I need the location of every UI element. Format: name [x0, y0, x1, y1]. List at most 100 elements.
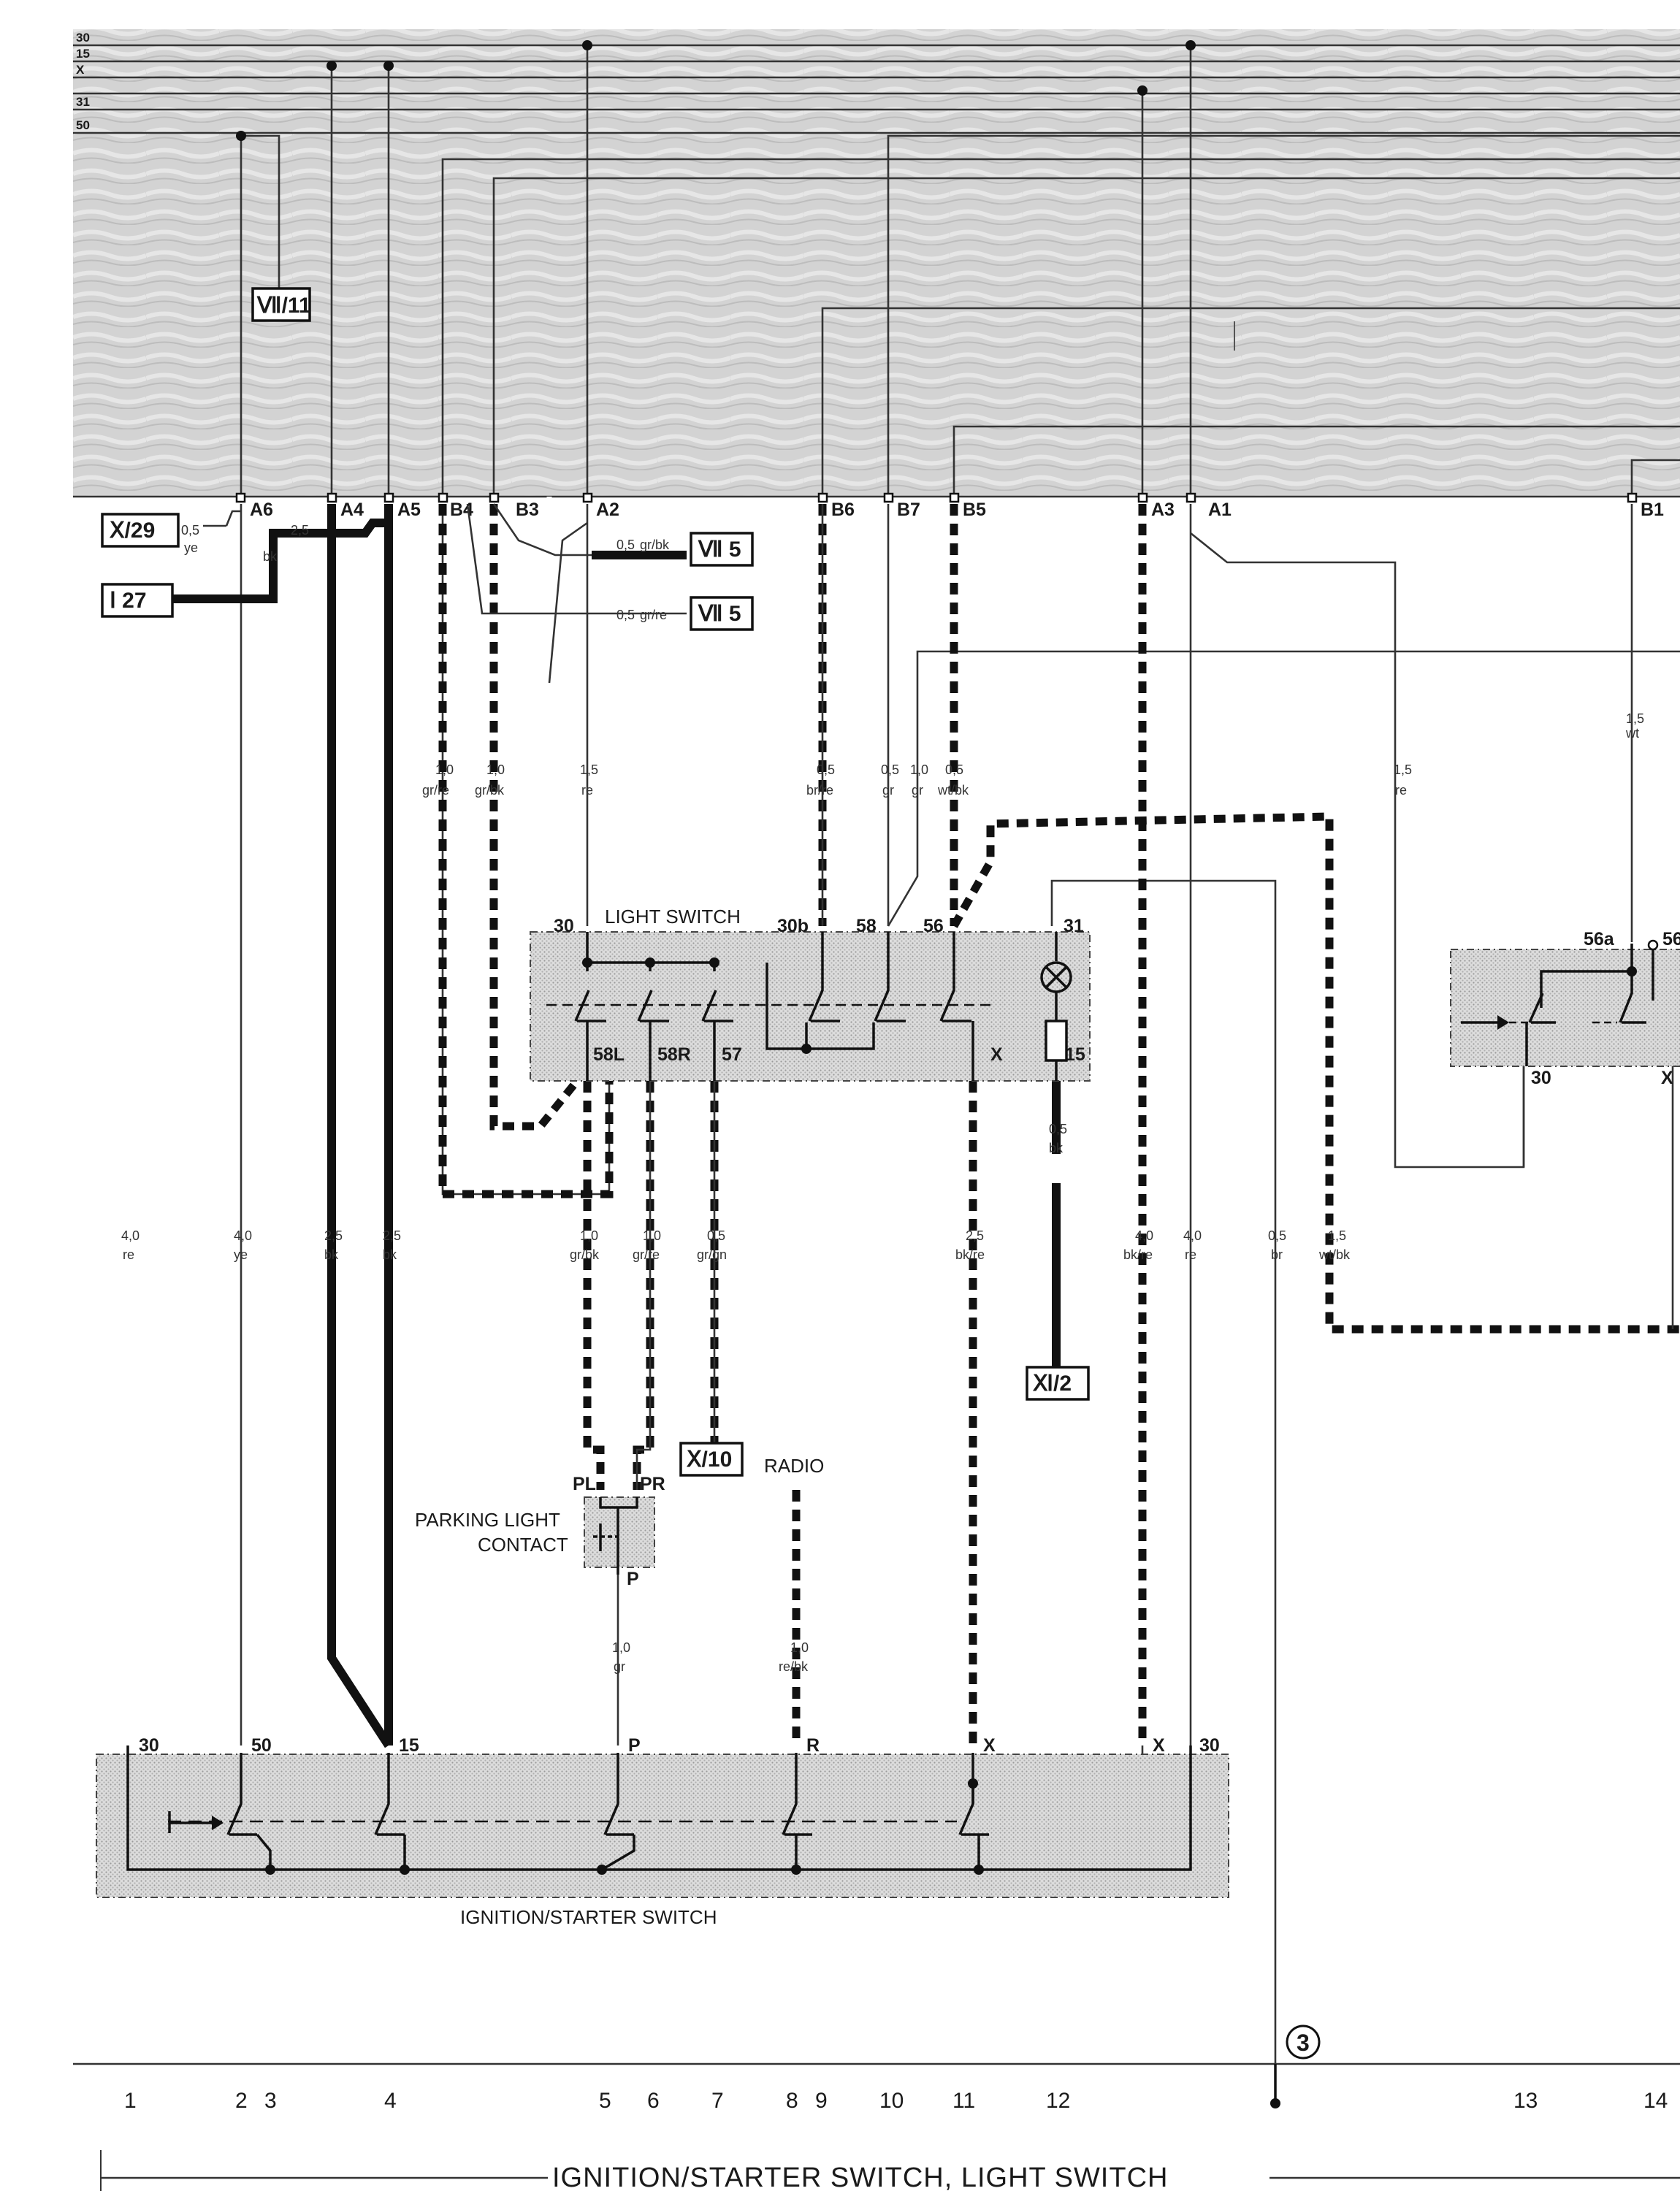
grid-num-11: 11: [952, 2089, 975, 2113]
references: Ⅹ/29 Ⅰ 27 Ⅶ 5 Ⅶ 5 Ⅹ/10 Ⅺ/2: [101, 513, 1090, 1477]
wire-labels: 0,5 ye 2,5 bk 0,5 gr/bk 0,5 gr/re 1,0 gr/re 1…: [121, 523, 1644, 1674]
ground-number: 3: [1297, 2030, 1310, 2056]
pin-b7: B7: [897, 500, 920, 520]
svg-text:gr: gr: [882, 783, 894, 798]
svg-text:bk/re: bk/re: [1123, 1247, 1153, 1262]
ls-pin-15: 15: [1065, 1044, 1085, 1065]
svg-text:0,5: 0,5: [616, 608, 635, 622]
ignition-title: IGNITION/STARTER SWITCH: [460, 1906, 717, 1928]
ign-pin-50: 50: [251, 1735, 272, 1756]
svg-text:1,0: 1,0: [910, 762, 928, 777]
grid-num-13: 13: [1513, 2089, 1538, 2113]
svg-text:1,5: 1,5: [1328, 1228, 1346, 1243]
svg-text:bk: bk: [383, 1247, 397, 1262]
svg-text:ye: ye: [184, 540, 198, 555]
svg-text:bk: bk: [1049, 1141, 1064, 1155]
svg-text:re/bk: re/bk: [779, 1659, 809, 1674]
svg-text:0,5: 0,5: [881, 762, 899, 777]
pin-a2: A2: [596, 500, 619, 520]
parking-light-contact: PARKING LIGHT CONTACT PL PR P: [415, 1474, 665, 1589]
ref-vii-11: Ⅶ/11: [256, 294, 311, 318]
svg-text:br: br: [1271, 1247, 1283, 1262]
pin-a4: A4: [340, 500, 364, 520]
harness-area: [73, 29, 1680, 497]
svg-text:2,5: 2,5: [291, 523, 309, 538]
grid-num-4: 4: [384, 2089, 397, 2113]
svg-text:re: re: [123, 1247, 134, 1262]
light-switch-title: LIGHT SWITCH: [605, 906, 741, 928]
svg-text:0,5: 0,5: [616, 538, 635, 552]
svg-text:2,5: 2,5: [383, 1228, 401, 1243]
ign-pin-x2: X: [1153, 1735, 1165, 1756]
ls-pin-31: 31: [1064, 916, 1084, 936]
footer-title: IGNITION/STARTER SWITCH, LIGHT SWITCH: [552, 2163, 1168, 2191]
bus-label-15: 15: [76, 47, 90, 61]
grid-num-12: 12: [1046, 2089, 1070, 2113]
ls-pin-57: 57: [722, 1044, 742, 1065]
ls-pin-58r: 58R: [657, 1044, 691, 1065]
ls-pin-30b: 30b: [777, 916, 809, 936]
svg-text:0,5: 0,5: [181, 523, 199, 538]
grid-num-6: 6: [647, 2089, 660, 2113]
bus-label-30: 30: [76, 31, 90, 45]
grid: 3 1 2 3 4 5 6 7 8 9 10 11 12 13 14: [73, 2024, 1680, 2113]
ref-xi-2: Ⅺ/2: [1032, 1372, 1072, 1396]
svg-text:gr/re: gr/re: [633, 1247, 660, 1262]
ls-pin-56: 56: [923, 916, 944, 936]
ls-pin-58l: 58L: [593, 1044, 625, 1065]
svg-text:gr: gr: [614, 1659, 625, 1674]
svg-text:1,0: 1,0: [486, 762, 505, 777]
ls-pin-30: 30: [554, 916, 574, 936]
dimmer-pin-56a: 56a: [1584, 929, 1615, 949]
svg-text:gr/bk: gr/bk: [640, 538, 670, 552]
pin-a3: A3: [1151, 500, 1175, 520]
ign-pin-x1: X: [983, 1735, 996, 1756]
svg-text:wt/bk: wt/bk: [1318, 1247, 1351, 1262]
light-switch: LIGHT SWITCH 30 30b 58 56 31 58L 58R 57 …: [530, 906, 1091, 1082]
svg-text:2,5: 2,5: [966, 1228, 984, 1243]
ref-vii-5-a: Ⅶ 5: [698, 538, 741, 562]
svg-text:gr/gn: gr/gn: [697, 1247, 727, 1262]
dimmer-switch: 56a 56 30 X: [1450, 929, 1680, 1088]
pin-b3: B3: [516, 500, 539, 520]
ls-pin-58: 58: [856, 916, 877, 936]
ground-symbol: [1286, 2024, 1321, 2060]
svg-text:0,5: 0,5: [945, 762, 963, 777]
svg-text:wt: wt: [1625, 726, 1639, 741]
dimmer-pin-30: 30: [1531, 1068, 1551, 1088]
ref-vii-5-b: Ⅶ 5: [698, 602, 741, 626]
svg-text:br/re: br/re: [806, 783, 833, 798]
ign-pin-p: P: [628, 1735, 641, 1756]
svg-text:bk: bk: [263, 549, 278, 564]
svg-text:4,0: 4,0: [1135, 1228, 1153, 1243]
svg-text:1,0: 1,0: [580, 1228, 598, 1243]
ref-x-10: Ⅹ/10: [686, 1448, 732, 1472]
footer: IGNITION/STARTER SWITCH, LIGHT SWITCH: [100, 2150, 1680, 2191]
svg-text:gr/re: gr/re: [640, 608, 667, 622]
grid-num-10: 10: [879, 2089, 904, 2113]
svg-text:0,5: 0,5: [817, 762, 835, 777]
svg-text:gr/bk: gr/bk: [475, 783, 505, 798]
dimmer-pin-56: 56: [1662, 929, 1680, 949]
svg-text:ye: ye: [234, 1247, 248, 1262]
ignition-starter-switch: IGNITION/STARTER SWITCH 30 50 15 P R X X…: [96, 1735, 1229, 1928]
bus-lines: 30 15 X 31 50: [73, 31, 1680, 134]
svg-text:bk: bk: [324, 1247, 339, 1262]
grid-num-1: 1: [124, 2089, 137, 2113]
pin-a5: A5: [397, 500, 421, 520]
pin-a1: A1: [1208, 500, 1232, 520]
parking-pin-pl: PL: [573, 1474, 596, 1494]
svg-text:re: re: [1395, 783, 1407, 798]
svg-text:1,0: 1,0: [790, 1640, 809, 1655]
svg-text:0,5: 0,5: [707, 1228, 725, 1243]
ign-pin-r: R: [806, 1735, 820, 1756]
svg-text:1,0: 1,0: [612, 1640, 630, 1655]
wires: [125, 497, 1680, 2108]
grid-num-3: 3: [264, 2089, 277, 2113]
svg-text:1,5: 1,5: [580, 762, 598, 777]
ls-pin-x: X: [990, 1044, 1003, 1065]
svg-text:re: re: [581, 783, 593, 798]
svg-text:1,0: 1,0: [435, 762, 454, 777]
ign-pin-30a: 30: [139, 1735, 159, 1756]
pin-b6: B6: [831, 500, 855, 520]
